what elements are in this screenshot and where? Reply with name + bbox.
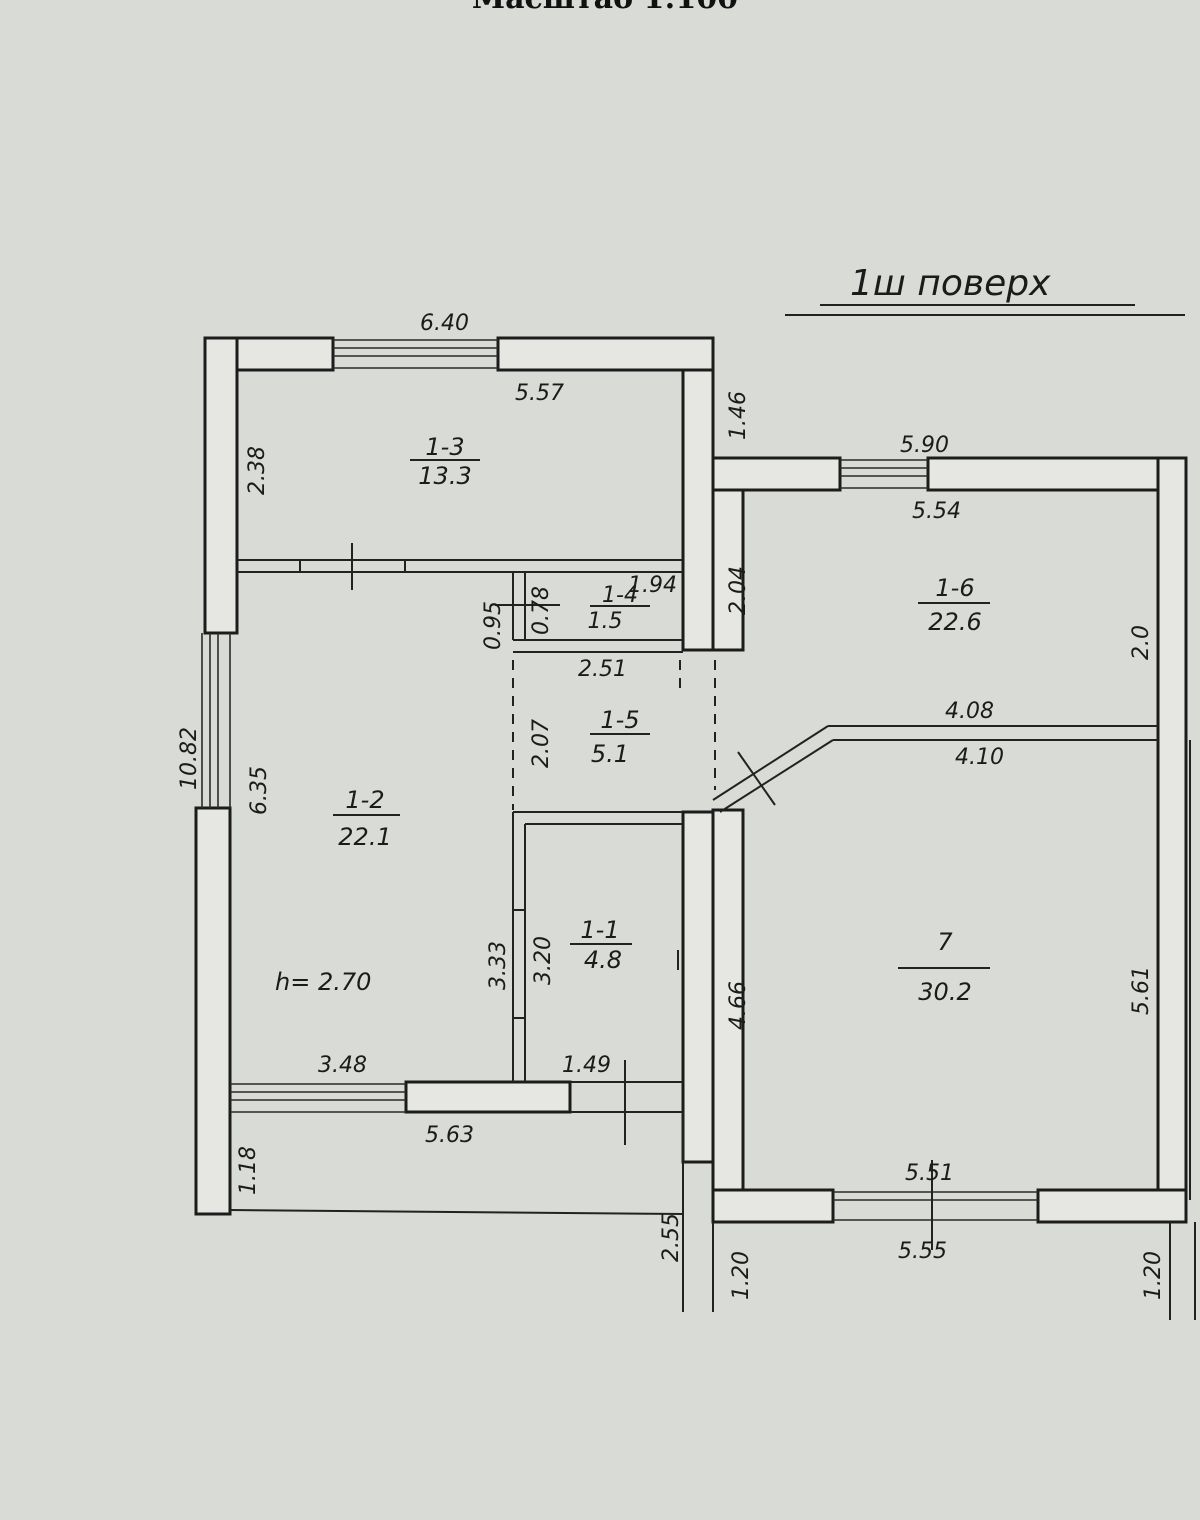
floor-label: 1ш поверх <box>850 263 1051 304</box>
wall-bottom-left <box>404 1080 572 1114</box>
walls <box>194 336 1188 1224</box>
wall-top-connector <box>711 456 842 492</box>
room-id: 1-6 <box>935 574 974 602</box>
room-id: 1-4 <box>602 583 638 608</box>
room-area: 22.6 <box>928 608 981 636</box>
dim-room3-depth: 2.38 <box>245 446 270 495</box>
dim-bottom-left-a: 3.48 <box>318 1053 367 1078</box>
window-bottom-right <box>833 1191 1038 1221</box>
room-7: 7 30.2 <box>898 928 990 1006</box>
dim-partition-top: 4.08 <box>945 699 994 724</box>
room-area: 22.1 <box>338 823 391 851</box>
window-room6 <box>840 459 928 489</box>
dim-room7-depth-right: 5.61 <box>1129 966 1154 1015</box>
room-id: 1-3 <box>425 433 464 461</box>
wall-bottom-right-a <box>711 1188 835 1224</box>
dim-corridor-width: 2.51 <box>578 657 627 682</box>
dim-room7-inner-bottom: 5.51 <box>905 1161 954 1186</box>
wall-top-right <box>496 336 715 372</box>
dim-step: 2.55 <box>659 1213 684 1262</box>
room-1-6: 1-6 22.6 <box>918 574 990 636</box>
dim-right-offset: 1.46 <box>726 391 751 440</box>
wall-left-lower <box>194 806 232 1216</box>
room-1-5: 1-5 5.1 <box>590 706 650 768</box>
dim-porch-left: 1.18 <box>236 1146 261 1195</box>
dim-bottom-left-b: 1.49 <box>562 1053 611 1078</box>
windows <box>201 339 1038 1221</box>
room-id: 1-1 <box>580 916 619 944</box>
window-top <box>333 339 498 369</box>
window-bottom-left <box>230 1083 406 1113</box>
dim-room6-inner: 5.54 <box>912 499 961 524</box>
partitions <box>229 543 1196 1320</box>
room-1-2: 1-2 22.1 <box>333 786 400 851</box>
room-1-3: 1-3 13.3 <box>410 433 480 490</box>
dim-room6-side: 2.0 <box>1129 625 1154 660</box>
room-id: 1-5 <box>600 706 639 734</box>
room-id: 7 <box>937 928 953 956</box>
wall-bottom-right-b <box>1036 1188 1188 1224</box>
room-area: 13.3 <box>418 462 471 490</box>
room-area: 1.5 <box>588 609 623 634</box>
dim-room7-depth-left: 4.66 <box>726 981 751 1030</box>
room-labels: 1-3 13.3 1-4 1.5 1-5 5.1 1-2 22.1 1-1 4.… <box>275 433 990 1006</box>
floor-label-group: 1ш поверх <box>785 263 1185 316</box>
wall-left-upper <box>203 336 239 635</box>
dim-porch-a: 1.20 <box>729 1251 754 1300</box>
wall-top-right-block <box>926 456 1188 492</box>
dim-room6-outer: 5.90 <box>900 433 949 458</box>
dim-small-vert-a: 0.95 <box>481 601 506 650</box>
dim-room2-depth: 6.35 <box>247 766 272 815</box>
dim-bottom-left-total: 5.63 <box>425 1123 474 1148</box>
wall-right <box>1156 456 1188 1220</box>
dim-overall-width-top: 6.40 <box>420 311 469 336</box>
dim-room6-depth: 2.04 <box>726 566 751 615</box>
wall-room6-left <box>711 488 745 652</box>
room-id: 1-2 <box>345 786 384 814</box>
dimensions-horizontal: 6.40 5.57 5.90 5.54 1.94 2.51 4.08 4.10 … <box>318 311 1004 1264</box>
dim-small: 1.94 <box>628 573 677 598</box>
dimensions-vertical: 2.38 1.46 2.04 2.0 0.95 0.78 2.07 10.82 … <box>177 391 1166 1300</box>
room-1-4: 1-4 1.5 <box>588 583 650 634</box>
dim-overall-height: 10.82 <box>177 727 202 790</box>
dim-room1-inner: 3.20 <box>531 936 556 985</box>
dim-small-vert-b: 0.78 <box>529 586 554 635</box>
dim-corridor-len: 2.07 <box>529 719 554 768</box>
window-left <box>201 633 231 808</box>
room-area: 4.8 <box>584 946 622 974</box>
dim-partition-bottom: 4.10 <box>955 745 1004 770</box>
room-area: 5.1 <box>591 740 629 768</box>
room-area: 30.2 <box>918 978 971 1006</box>
dim-porch-b: 1.20 <box>1141 1251 1166 1300</box>
door-mark-room7 <box>737 751 776 806</box>
dim-room3-width: 5.57 <box>515 381 564 406</box>
ceiling-height: h= 2.70 <box>275 968 371 996</box>
dim-room1-outer: 3.33 <box>486 941 511 990</box>
wall-room3-right <box>681 368 715 652</box>
dim-room7-outer-bottom: 5.55 <box>898 1239 947 1264</box>
wall-room1-right <box>681 810 715 1164</box>
room-1-1: 1-1 4.8 <box>570 916 632 974</box>
scale-label: Масштаб 1:100 <box>472 0 738 16</box>
